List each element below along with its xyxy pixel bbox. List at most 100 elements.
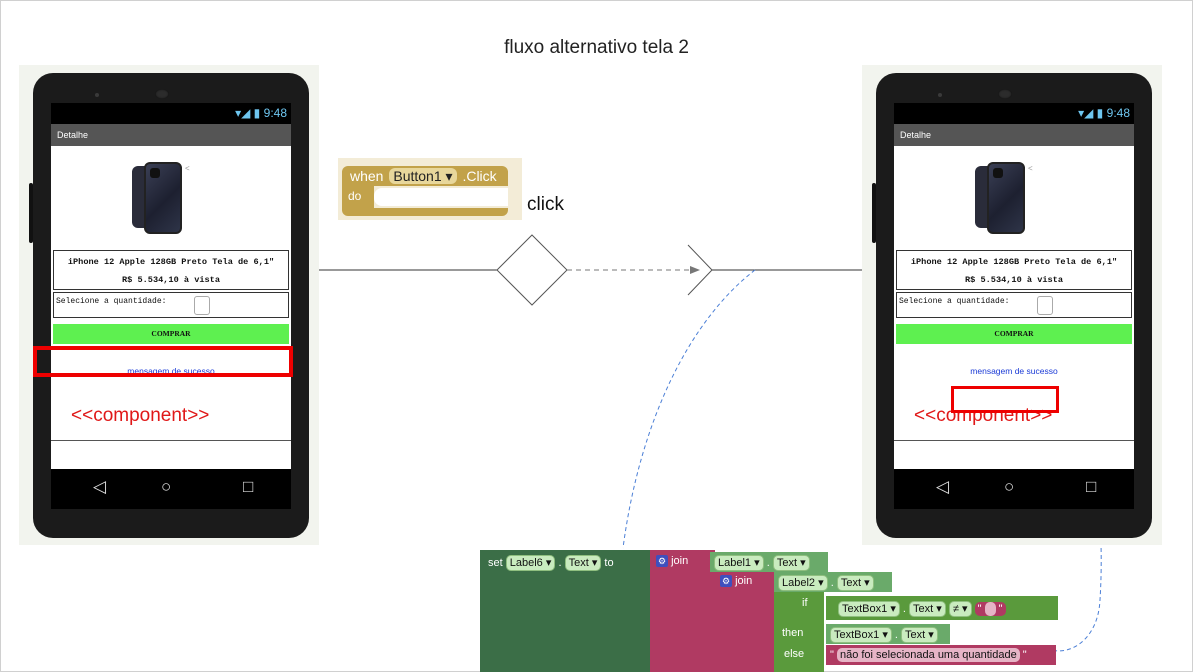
buy-button[interactable]: COMPRAR — [896, 324, 1132, 344]
textbox1-property-dropdown[interactable]: Text ▾ — [909, 601, 946, 617]
label2-dropdown[interactable]: Label2 ▾ — [778, 575, 828, 591]
textbox1-dropdown[interactable]: TextBox1 ▾ — [838, 601, 900, 617]
quote-close: " — [998, 603, 1003, 615]
arrow-head — [690, 266, 700, 274]
label1-getter-content: Label1 ▾ . Text ▾ — [714, 555, 810, 571]
dropdown-arrow-icon: ▾ — [591, 557, 598, 569]
screen-bottom-area — [894, 440, 1134, 469]
back-icon[interactable]: ◁ — [936, 477, 950, 496]
dropdown-arrow-icon: ▾ — [800, 557, 806, 569]
slide-title: fluxo alternativo tela 2 — [504, 37, 689, 58]
gear-icon[interactable]: ⚙ — [656, 555, 668, 567]
buy-button[interactable]: COMPRAR — [53, 324, 289, 344]
dot-separator: . — [894, 629, 898, 641]
dot-separator: . — [902, 603, 906, 615]
status-bar: ▾◢ ▮ 9:48 — [894, 103, 1134, 124]
label1-name: Label1 — [718, 557, 752, 569]
product-name: iPhone 12 Apple 128GB Preto Tela de 6,1" — [910, 257, 1118, 267]
target-property-name: Text — [568, 557, 589, 569]
textbox1-property: Text — [913, 603, 934, 615]
product-image-area: < — [894, 146, 1134, 250]
phone-side-button — [872, 183, 876, 243]
join-keyword: join — [735, 575, 753, 587]
share-icon[interactable]: < — [1028, 164, 1033, 173]
app-screen: Detalhe < iPhone 12 Apple 128GB Preto Te… — [894, 124, 1134, 469]
quantity-input[interactable] — [1037, 296, 1053, 315]
click-label: click — [527, 194, 564, 215]
label1-dropdown[interactable]: Label1 ▾ — [714, 555, 764, 571]
product-info-box: iPhone 12 Apple 128GB Preto Tela de 6,1"… — [53, 250, 289, 290]
event-block-header: when Button1 ▾ .Click — [342, 166, 508, 186]
camera-icon — [938, 93, 942, 97]
join-block-outer — [650, 550, 715, 672]
home-icon[interactable]: ○ — [1004, 477, 1015, 496]
app-screen: Detalhe < iPhone 12 Apple 128GB Preto Te… — [51, 124, 291, 469]
app-title-bar: Detalhe — [51, 124, 291, 146]
empty-text-field[interactable] — [984, 602, 996, 616]
then-textbox-property-dropdown[interactable]: Text ▾ — [901, 627, 938, 643]
target-component-dropdown[interactable]: Label6 ▾ — [505, 555, 556, 571]
dropdown-arrow-icon: ▾ — [936, 603, 942, 615]
event-block-footer — [342, 208, 508, 216]
then-textbox-content: TextBox1 ▾ . Text ▾ — [830, 627, 938, 643]
label2-property-dropdown[interactable]: Text ▾ — [836, 575, 874, 591]
do-slot — [374, 188, 508, 206]
join-keyword: join — [671, 555, 689, 567]
quantity-row: Selecione a quantidade: — [53, 292, 289, 318]
textbox1-name: TextBox1 — [842, 603, 888, 615]
set-block-content: set Label6 ▾ . Text ▾ to — [488, 555, 614, 571]
dropdown-arrow-icon: ▾ — [754, 557, 760, 569]
android-nav-bar: ◁ ○ □ — [894, 469, 1134, 509]
not-equal-operator: ≠ — [952, 603, 959, 615]
event-block-snippet: when Button1 ▾ .Click do — [338, 158, 522, 220]
label1-property-dropdown[interactable]: Text ▾ — [772, 555, 810, 571]
dot-separator: . — [558, 557, 562, 569]
target-property-dropdown[interactable]: Text ▾ — [564, 555, 602, 571]
home-icon[interactable]: ○ — [161, 477, 172, 496]
android-nav-bar: ◁ ○ □ — [51, 469, 291, 509]
component-name: Button1 — [393, 168, 442, 184]
product-image-area: < — [51, 146, 291, 250]
product-info-box: iPhone 12 Apple 128GB Preto Tela de 6,1"… — [896, 250, 1132, 290]
then-textbox-dropdown[interactable]: TextBox1 ▾ — [830, 627, 892, 643]
phone-side-button — [29, 183, 33, 243]
gear-icon[interactable]: ⚙ — [720, 575, 732, 587]
operator-dropdown[interactable]: ≠ ▾ — [948, 601, 972, 617]
status-time: 9:48 — [263, 106, 287, 120]
dropdown-arrow-icon: ▾ — [545, 557, 552, 569]
component-dropdown[interactable]: Button1 ▾ — [389, 168, 457, 184]
dropdown-arrow-icon: ▾ — [961, 603, 968, 615]
else-keyword: else — [784, 648, 805, 660]
product-image — [987, 162, 1025, 234]
recent-apps-icon[interactable]: □ — [243, 477, 254, 496]
quote-close: " — [1022, 649, 1027, 661]
wifi-battery-icon: ▾◢ ▮ — [235, 106, 261, 120]
else-text-field[interactable]: não foi selecionada uma quantidade — [836, 648, 1020, 662]
dropdown-arrow-icon: ▾ — [818, 577, 824, 589]
label1-property: Text — [776, 557, 798, 569]
else-text-content: " não foi selecionada uma quantidade " — [830, 648, 1027, 662]
decision-diamond — [496, 234, 568, 306]
product-name: iPhone 12 Apple 128GB Preto Tela de 6,1" — [67, 257, 275, 267]
speaker-icon — [998, 89, 1012, 99]
quote-open: " — [830, 649, 834, 661]
screen-bottom-area — [51, 440, 291, 469]
if-keyword: if — [802, 597, 808, 609]
recent-apps-icon[interactable]: □ — [1086, 477, 1097, 496]
if-block — [774, 592, 824, 672]
success-message: mensagem de sucesso — [970, 366, 1058, 376]
share-icon[interactable]: < — [185, 164, 190, 173]
phone-mockup-right: ▾◢ ▮ 9:48 Detalhe < iPhone 12 Apple 128G… — [862, 65, 1162, 545]
to-keyword: to — [604, 557, 614, 569]
when-keyword: when — [350, 168, 384, 184]
highlight-buy-button — [33, 346, 293, 377]
do-keyword: do — [342, 186, 374, 208]
empty-string-block[interactable]: " " — [974, 602, 1006, 616]
component-label: <<component>> — [71, 405, 210, 426]
phone-body: ▾◢ ▮ 9:48 Detalhe < iPhone 12 Apple 128G… — [29, 73, 309, 538]
quantity-row: Selecione a quantidade: — [896, 292, 1132, 318]
quantity-input[interactable] — [194, 296, 210, 315]
dropdown-arrow-icon: ▾ — [445, 168, 453, 184]
back-icon[interactable]: ◁ — [93, 477, 107, 496]
product-price: R$ 5.534,10 à vista — [965, 275, 1063, 285]
